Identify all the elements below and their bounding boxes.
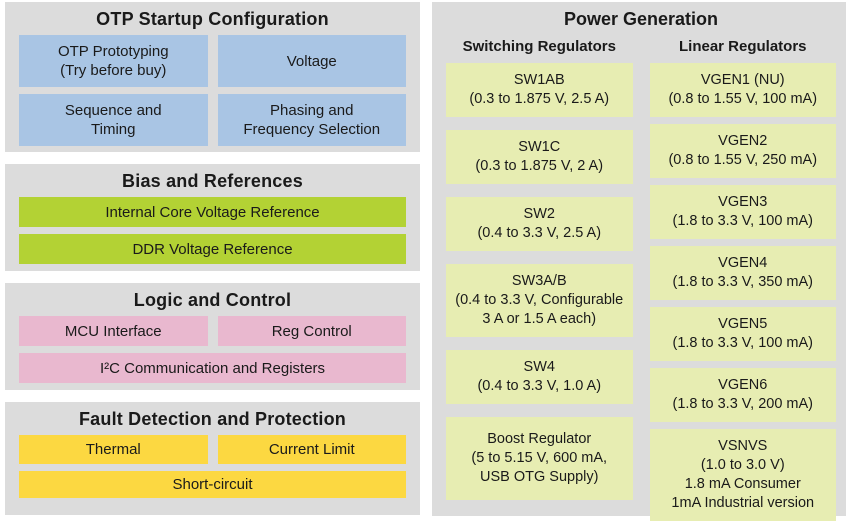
fault-row-1: Thermal Current Limit [19,435,406,464]
block-current-limit: Current Limit [217,435,406,464]
block-vsnvs: VSNVS (1.0 to 3.0 V) 1.8 mA Consumer 1mA… [649,429,836,521]
block-reg-control: Reg Control [217,316,406,346]
linear-regulators-header: Linear Regulators [678,38,807,55]
block-short-circuit: Short-circuit [19,471,406,498]
section-title-fault-protection: Fault Detection and Protection [78,409,347,429]
block-ddr-vref: DDR Voltage Reference [19,234,406,264]
block-i2c-registers: I²C Communication and Registers [19,353,406,383]
block-sw1ab: SW1AB (0.3 to 1.875 V, 2.5 A) [446,63,633,117]
block-vgen4: VGEN4 (1.8 to 3.3 V, 350 mA) [649,246,836,300]
section-fault-protection: Fault Detection and Protection Thermal C… [5,402,420,515]
section-title-bias-references: Bias and References [122,171,303,191]
power-generation-columns: Switching Regulators SW1AB (0.3 to 1.875… [446,36,836,521]
otp-row-2: Sequence and Timing Phasing and Frequenc… [19,94,406,146]
linear-regulators-column: Linear Regulators VGEN1 (NU) (0.8 to 1.5… [649,36,836,521]
block-internal-core-vref: Internal Core Voltage Reference [19,197,406,227]
block-vgen3: VGEN3 (1.8 to 3.3 V, 100 mA) [649,185,836,239]
left-diagram-column: OTP Startup Configuration OTP Prototypin… [5,2,420,515]
block-sequence-timing: Sequence and Timing [19,94,208,146]
block-vgen2: VGEN2 (0.8 to 1.55 V, 250 mA) [649,124,836,178]
block-phasing-frequency: Phasing and Frequency Selection [217,94,406,146]
block-vgen1: VGEN1 (NU) (0.8 to 1.55 V, 100 mA) [649,63,836,117]
block-sw4: SW4 (0.4 to 3.3 V, 1.0 A) [446,350,633,404]
logic-row-1: MCU Interface Reg Control [19,316,406,346]
block-vgen6: VGEN6 (1.8 to 3.3 V, 200 mA) [649,368,836,422]
block-boost-regulator: Boost Regulator (5 to 5.15 V, 600 mA, US… [446,417,633,500]
block-mcu-interface: MCU Interface [19,316,208,346]
bias-row-2: DDR Voltage Reference [19,234,406,264]
section-title-power-generation: Power Generation [563,9,719,29]
section-logic-control: Logic and Control MCU Interface Reg Cont… [5,283,420,390]
block-voltage: Voltage [217,35,406,87]
fault-row-2: Short-circuit [19,471,406,498]
logic-row-2: I²C Communication and Registers [19,353,406,383]
switching-regulators-header: Switching Regulators [462,38,616,55]
block-thermal: Thermal [19,435,208,464]
section-title-logic-control: Logic and Control [133,290,292,310]
block-sw3ab: SW3A/B (0.4 to 3.3 V, Configurable 3 A o… [446,264,633,337]
bias-row-1: Internal Core Voltage Reference [19,197,406,227]
linear-regulators-stack: VGEN1 (NU) (0.8 to 1.55 V, 100 mA) VGEN2… [649,63,836,521]
block-sw2: SW2 (0.4 to 3.3 V, 2.5 A) [446,197,633,251]
switching-regulators-stack: SW1AB (0.3 to 1.875 V, 2.5 A) SW1C (0.3 … [446,63,633,500]
block-vgen5: VGEN5 (1.8 to 3.3 V, 100 mA) [649,307,836,361]
section-title-otp-startup: OTP Startup Configuration [96,9,329,29]
section-otp-startup: OTP Startup Configuration OTP Prototypin… [5,2,420,152]
section-bias-references: Bias and References Internal Core Voltag… [5,164,420,271]
block-otp-prototyping: OTP Prototyping (Try before buy) [19,35,208,87]
otp-row-1: OTP Prototyping (Try before buy) Voltage [19,35,406,87]
switching-regulators-column: Switching Regulators SW1AB (0.3 to 1.875… [446,36,633,521]
block-sw1c: SW1C (0.3 to 1.875 V, 2 A) [446,130,633,184]
section-power-generation: Power Generation Switching Regulators SW… [432,2,846,521]
